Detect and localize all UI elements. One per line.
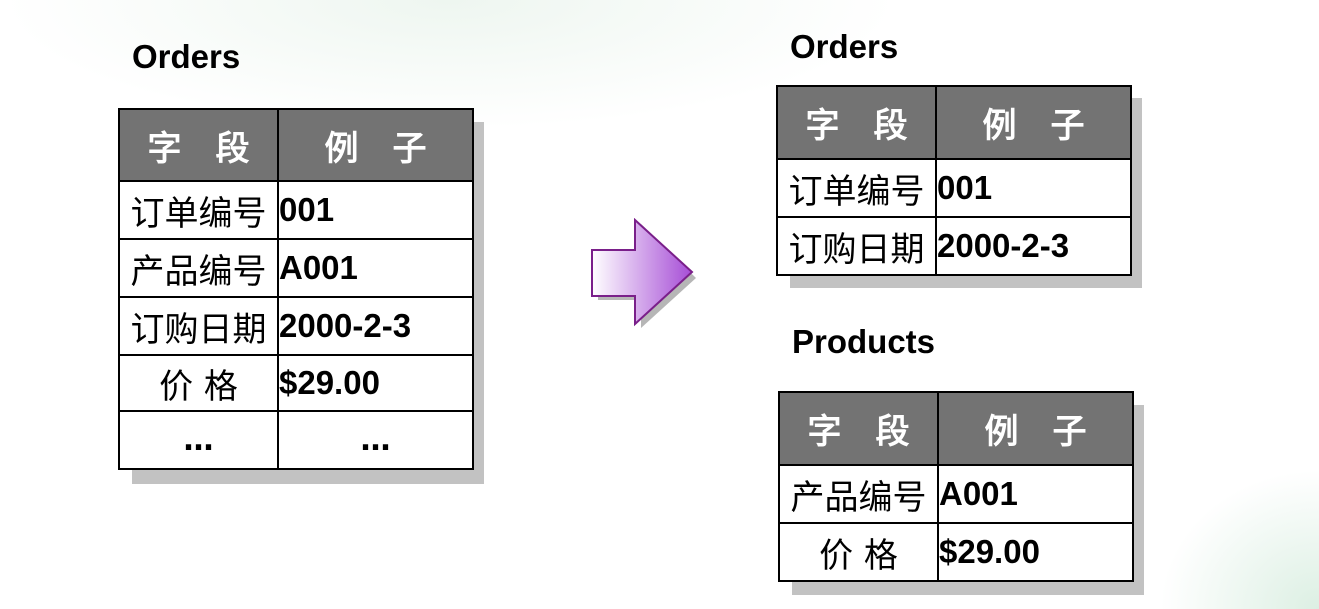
field-cell: … [118, 410, 279, 470]
table-row: 订购日期 2000-2-3 [118, 296, 474, 356]
right-products-table: 字 段 例 子 产品编号 A001 价 格 $29.00 [778, 391, 1134, 582]
table-row: 产品编号 A001 [118, 238, 474, 298]
table-header-row: 字 段 例 子 [776, 85, 1132, 160]
table-row: 产品编号 A001 [778, 464, 1134, 524]
table-row: 订单编号 001 [118, 180, 474, 240]
table-row: 价 格 $29.00 [118, 354, 474, 412]
header-field: 字 段 [776, 85, 937, 160]
example-cell: … [277, 410, 474, 470]
field-cell: 订购日期 [118, 296, 279, 356]
field-cell: 订购日期 [776, 216, 937, 276]
example-cell: 001 [935, 158, 1132, 218]
example-cell: 2000-2-3 [935, 216, 1132, 276]
field-cell: 价 格 [118, 354, 279, 412]
header-example: 例 子 [937, 391, 1134, 466]
right-products-title: Products [792, 323, 936, 360]
example-cell: 2000-2-3 [277, 296, 474, 356]
example-cell: A001 [277, 238, 474, 298]
header-example: 例 子 [935, 85, 1132, 160]
table-row: 订购日期 2000-2-3 [776, 216, 1132, 276]
left-orders-table: 字 段 例 子 订单编号 001 产品编号 A001 订购日期 2000-2-3… [118, 108, 474, 470]
table-header-row: 字 段 例 子 [118, 108, 474, 182]
table-row: … … [118, 410, 474, 470]
field-cell: 产品编号 [118, 238, 279, 298]
table-row: 订单编号 001 [776, 158, 1132, 218]
example-cell: $29.00 [937, 522, 1134, 582]
field-cell: 价 格 [778, 522, 939, 582]
example-cell: A001 [937, 464, 1134, 524]
table-header-row: 字 段 例 子 [778, 391, 1134, 466]
right-orders-title: Orders [790, 28, 899, 65]
field-cell: 订单编号 [118, 180, 279, 240]
header-field: 字 段 [778, 391, 939, 466]
background-corner-decoration [1159, 469, 1319, 609]
left-table-title: Orders [132, 38, 241, 75]
header-example: 例 子 [277, 108, 474, 182]
example-cell: $29.00 [277, 354, 474, 412]
table-row: 价 格 $29.00 [778, 522, 1134, 582]
right-arrow-icon [591, 218, 696, 328]
right-orders-table: 字 段 例 子 订单编号 001 订购日期 2000-2-3 [776, 85, 1132, 276]
field-cell: 订单编号 [776, 158, 937, 218]
example-cell: 001 [277, 180, 474, 240]
header-field: 字 段 [118, 108, 279, 182]
field-cell: 产品编号 [778, 464, 939, 524]
